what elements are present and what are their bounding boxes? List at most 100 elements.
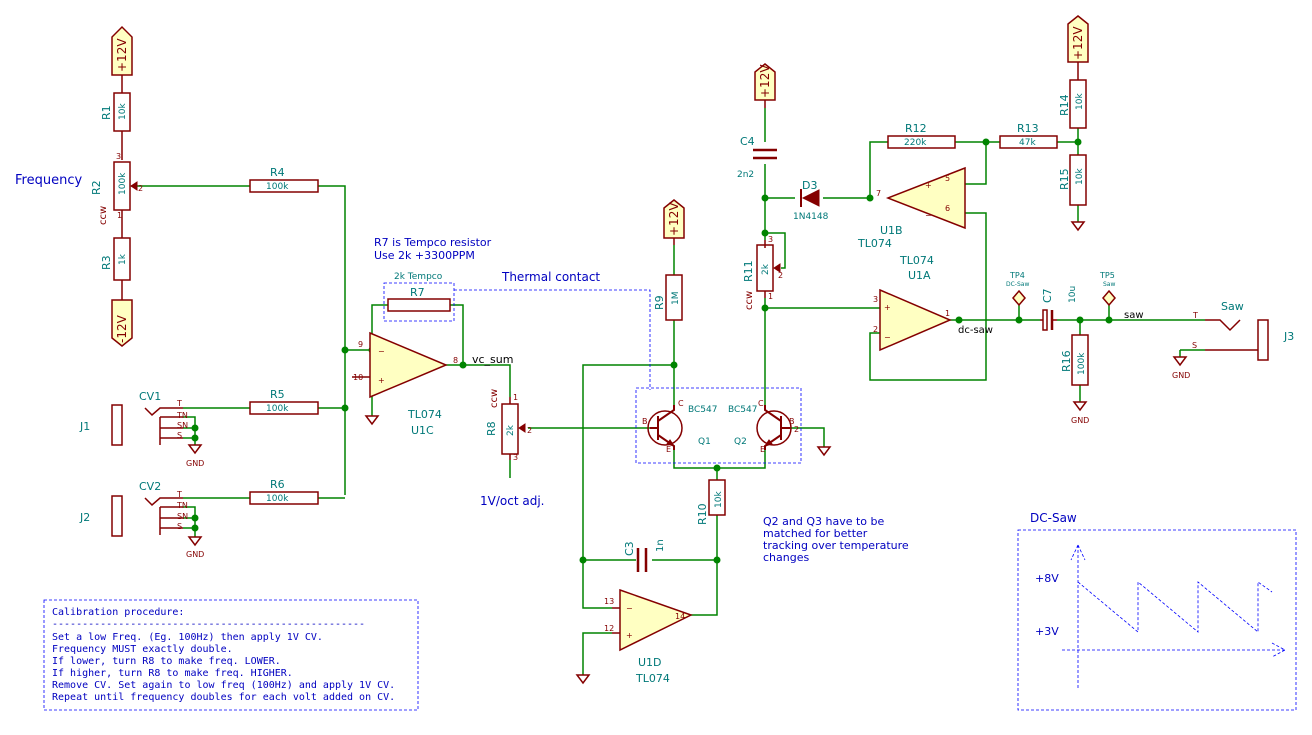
svg-text:10u: 10u <box>1068 286 1078 303</box>
svg-text:1: 1 <box>945 309 950 318</box>
note-tempco-1: R7 is Tempco resistor <box>374 236 492 249</box>
waveform-low-label: +3V <box>1035 625 1059 638</box>
calibration-line: Frequency MUST exactly double. <box>52 644 233 655</box>
testpoint-tp5: TP5 Saw <box>1099 271 1116 307</box>
label-1v-oct-adj: 1V/oct adj. <box>480 494 544 508</box>
svg-text:+: + <box>626 631 633 640</box>
svg-text:−: − <box>884 333 891 342</box>
svg-text:C3: C3 <box>623 541 636 556</box>
svg-text:10k: 10k <box>1075 168 1085 185</box>
svg-text:R11: R11 <box>742 260 755 282</box>
power-plus12-r9: +12V <box>663 199 685 245</box>
potentiometer-r8: 1 2 3 R8 2k ccw <box>485 389 532 462</box>
opamp-u1a: +− 32 1 U1A TL074 <box>873 254 952 352</box>
calibration-rule: ----------------------------------------… <box>52 619 365 630</box>
gnd-q2 <box>816 446 832 457</box>
jack-j3: T S J3 Saw <box>1192 300 1294 361</box>
calibration-line: Repeat until frequency doubles for each … <box>52 692 395 703</box>
svg-text:1: 1 <box>117 211 122 220</box>
svg-text:GND: GND <box>186 459 204 468</box>
resistor-r13: R13 47k <box>999 122 1058 149</box>
svg-text:R1: R1 <box>100 105 113 120</box>
waveform-high-label: +8V <box>1035 572 1059 585</box>
svg-text:TN: TN <box>176 411 188 420</box>
svg-text:R13: R13 <box>1017 122 1039 135</box>
svg-text:100k: 100k <box>266 494 289 504</box>
junctions <box>191 138 1113 564</box>
svg-text:13: 13 <box>604 597 614 606</box>
dc-saw-waveform-box: DC-Saw +8V +3V <box>1017 511 1297 711</box>
svg-text:ccw: ccw <box>744 291 755 310</box>
svg-text:C: C <box>758 399 764 408</box>
svg-text:3: 3 <box>513 453 518 462</box>
capacitor-c7: C7 10u <box>1040 286 1078 331</box>
jack-j1: T TN SN S J1 CV1 <box>79 390 188 446</box>
svg-text:Saw: Saw <box>1103 281 1115 288</box>
svg-text:SN: SN <box>177 512 188 521</box>
svg-text:3: 3 <box>873 295 878 304</box>
resistor-r9: R9 1M <box>653 274 683 321</box>
resistor-r5: R5 100k <box>249 388 319 415</box>
svg-text:2: 2 <box>778 271 783 280</box>
svg-text:R2: R2 <box>90 180 103 195</box>
jack-j2: T TN SN S J2 CV2 <box>79 480 188 537</box>
svg-text:E: E <box>666 445 671 454</box>
svg-text:R14: R14 <box>1058 94 1071 116</box>
net-dc-saw: dc-saw <box>958 325 993 336</box>
svg-text:ccw: ccw <box>489 389 500 408</box>
potentiometer-r11: 3 2 1 R11 2k ccw <box>742 235 783 310</box>
gnd-r16: GND <box>1071 401 1089 425</box>
calibration-line: If lower, turn R8 to make freq. LOWER. <box>52 656 281 667</box>
svg-text:DC-Saw: DC-Saw <box>1006 281 1029 288</box>
svg-text:D3: D3 <box>802 179 817 192</box>
svg-text:J2: J2 <box>79 511 90 524</box>
svg-text:3: 3 <box>116 152 121 161</box>
thermal-link <box>454 289 651 390</box>
opamp-u1b: +− 56 7 U1B TL074 <box>857 166 966 250</box>
svg-text:5: 5 <box>945 174 950 183</box>
svg-text:J3: J3 <box>1283 330 1294 343</box>
note-match-4: changes <box>763 551 809 564</box>
svg-text:U1C: U1C <box>411 424 434 437</box>
capacitor-c4: C4 2n2 <box>737 135 777 180</box>
svg-text:2n2: 2n2 <box>737 170 754 180</box>
transistor-q1: BCE Q1 BC547 <box>642 399 717 454</box>
svg-text:+: + <box>925 181 932 190</box>
note-match-2: matched for better <box>763 527 868 540</box>
svg-text:1k: 1k <box>118 253 128 265</box>
wires <box>131 108 1205 675</box>
svg-text:T: T <box>1192 311 1198 320</box>
svg-text:R8: R8 <box>485 421 498 436</box>
svg-text:S: S <box>177 522 182 531</box>
svg-text:SN: SN <box>177 421 188 430</box>
resistor-r6: R6 100k <box>249 478 319 505</box>
net-saw: saw <box>1124 310 1144 321</box>
svg-text:C: C <box>678 399 684 408</box>
svg-text:1: 1 <box>513 393 518 402</box>
svg-text:U1A: U1A <box>908 269 931 282</box>
svg-text:1M: 1M <box>671 292 681 306</box>
svg-text:R5: R5 <box>270 388 285 401</box>
gnd-j2: GND <box>186 536 204 559</box>
svg-text:S: S <box>1192 341 1197 350</box>
svg-text:−: − <box>925 211 932 220</box>
resistor-r16: R16 100k <box>1060 334 1089 386</box>
svg-text:3: 3 <box>768 235 773 244</box>
svg-text:6: 6 <box>945 204 950 213</box>
svg-text:-12V: -12V <box>115 314 129 343</box>
svg-text:1N4148: 1N4148 <box>793 212 829 222</box>
svg-text:C4: C4 <box>740 135 755 148</box>
svg-text:+: + <box>884 303 891 312</box>
svg-text:2k: 2k <box>761 263 771 275</box>
svg-text:R7: R7 <box>410 286 425 299</box>
svg-text:R10: R10 <box>696 503 709 525</box>
svg-text:2: 2 <box>873 325 878 334</box>
svg-text:BC547: BC547 <box>728 405 757 415</box>
opamp-u1c: −+ 910 8 U1C TL074 <box>352 331 458 437</box>
svg-text:100k: 100k <box>1077 352 1087 375</box>
transistor-q2: BCE 2 Q2 BC547 <box>728 399 799 454</box>
svg-text:7: 7 <box>876 189 881 198</box>
gnd-r15 <box>1070 221 1086 232</box>
